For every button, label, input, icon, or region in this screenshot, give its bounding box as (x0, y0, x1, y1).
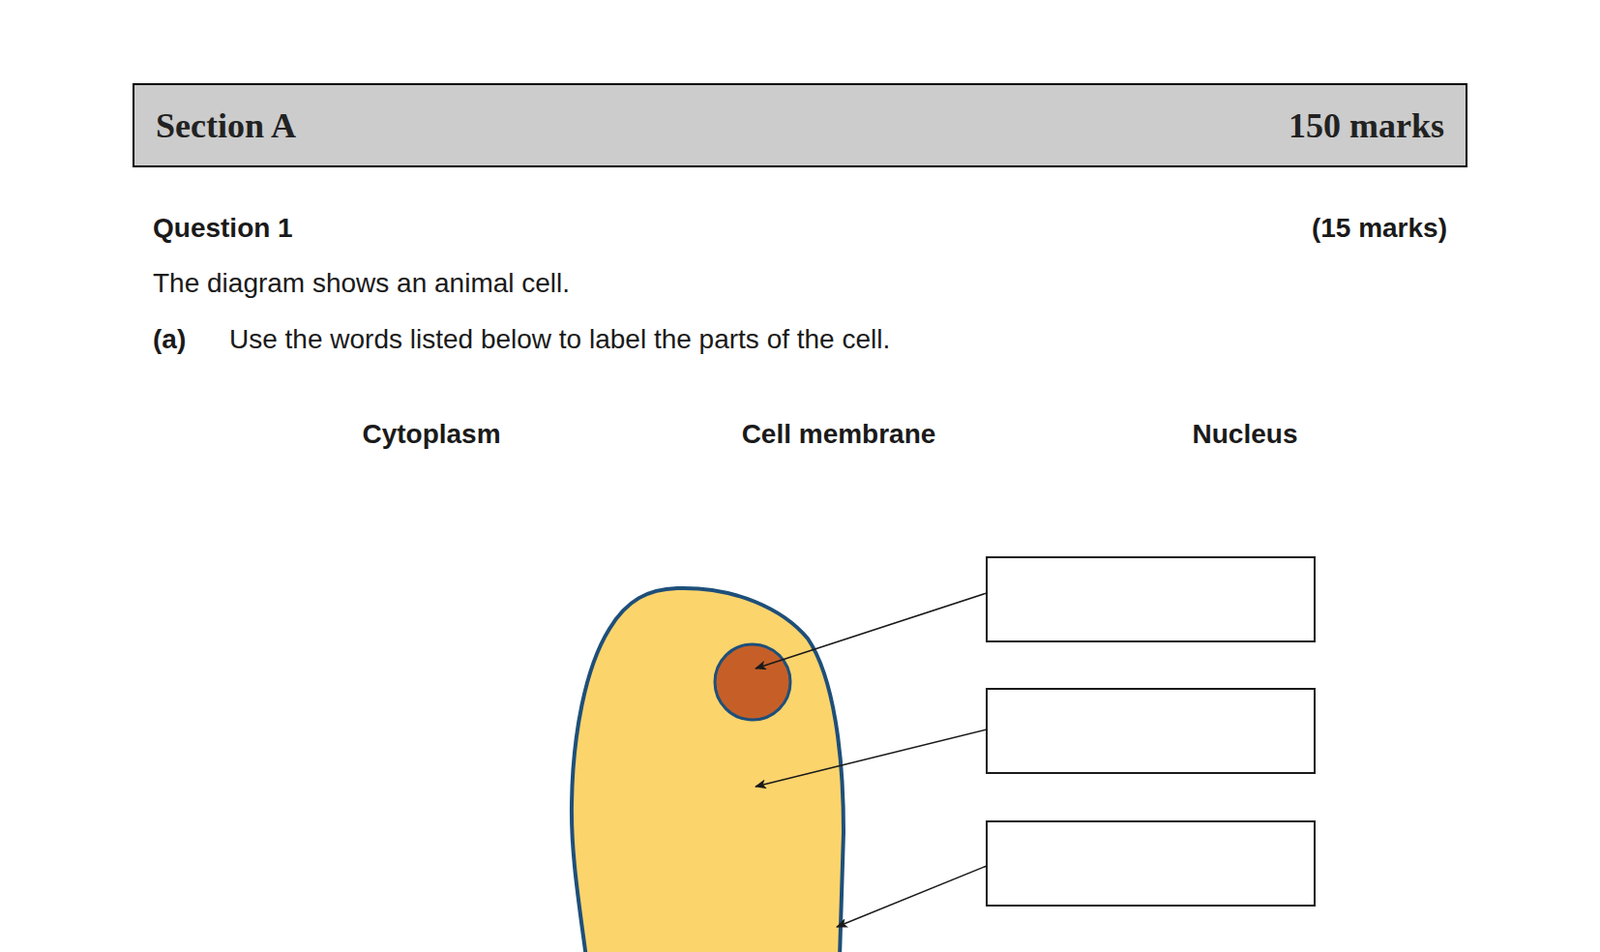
word-option: Nucleus (1192, 420, 1299, 448)
question-number: Question 1 (152, 214, 294, 242)
nucleus (714, 644, 791, 720)
part-instruction: Use the words listed below to label the … (229, 325, 890, 354)
answer-box (986, 557, 1315, 642)
answer-box (986, 688, 1315, 773)
answer-box (986, 821, 1315, 906)
cell-body (571, 588, 844, 952)
section-marks: 150 marks (1288, 105, 1445, 147)
part-letter: (a) (152, 325, 186, 354)
section-band: Section A 150 marks (132, 83, 1468, 168)
leader-line (755, 592, 987, 669)
leader-line (755, 729, 987, 787)
section-title: Section A (155, 105, 297, 147)
question-marks: (15 marks) (1311, 214, 1448, 242)
leader-line (836, 865, 987, 927)
word-option: Cell membrane (741, 420, 937, 448)
word-option: Cytoplasm (361, 420, 501, 448)
question-stem: The diagram shows an animal cell. (152, 269, 570, 297)
